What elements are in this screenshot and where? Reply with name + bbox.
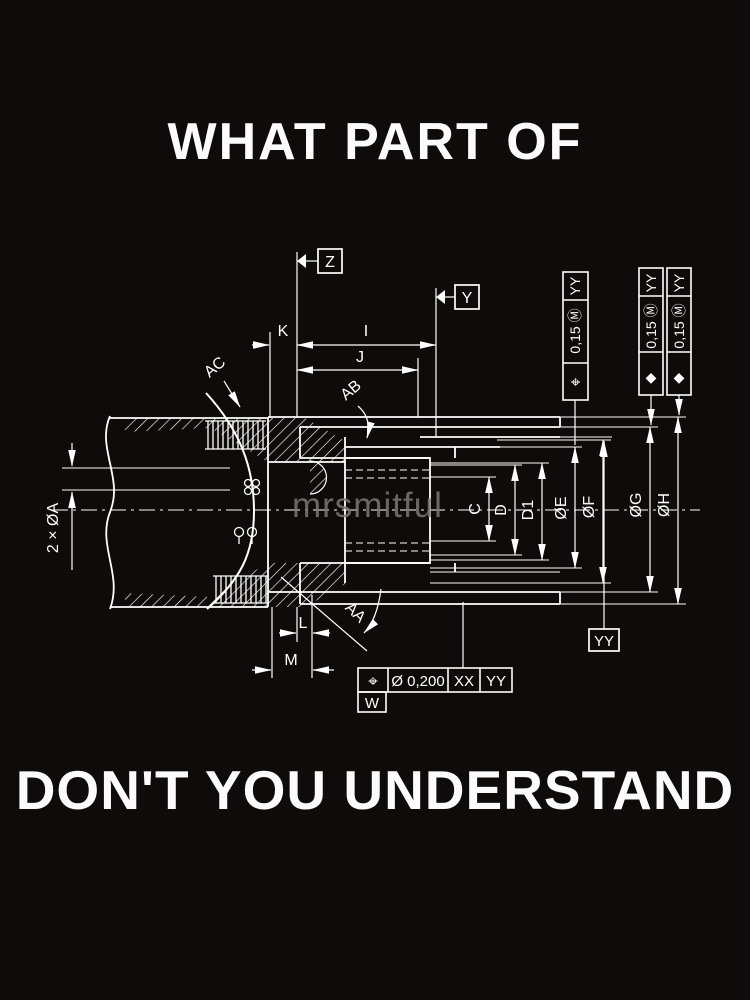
- datum-flag-y: [435, 284, 480, 437]
- bottom-headline: DON'T YOU UNDERSTAND: [15, 759, 735, 821]
- leader-ab: [357, 405, 375, 439]
- datum-target-yy: YY: [588, 440, 620, 652]
- fcf-bottom-tolerance: Ø 0,200: [391, 673, 444, 690]
- fcf1-datum: YY: [567, 276, 583, 295]
- fcf3-datum: YY: [671, 273, 687, 292]
- watermark: mrsmitful: [292, 486, 443, 525]
- dim-d1-label: D1: [520, 500, 537, 521]
- leader-ac: [223, 380, 241, 408]
- dim-oh-label: ØH: [656, 493, 673, 517]
- datum-y-label: Y: [462, 290, 473, 307]
- dim-of-label: ØF: [581, 496, 598, 518]
- dim-c-label: C: [467, 503, 484, 515]
- fcf-bottom-datum1: XX: [454, 673, 474, 690]
- label-ac: AC: [201, 354, 229, 381]
- fcf3-tolerance: 0,15 Ⓜ: [671, 303, 687, 348]
- datum-flag-z: [296, 248, 343, 418]
- dim-d-label: D: [493, 504, 510, 516]
- dim-i-label: I: [364, 323, 368, 340]
- dim-l-label: L: [299, 615, 308, 632]
- label-ab: AB: [337, 377, 364, 404]
- fcf-vertical-3: ◆ 0,15 Ⓜ YY: [666, 267, 692, 416]
- fcf2-datum: YY: [643, 273, 659, 292]
- leader-aa: [363, 588, 382, 634]
- dim-m-label: M: [284, 652, 297, 669]
- dim-k-label: K: [278, 323, 289, 340]
- dims-right: [485, 416, 682, 605]
- dims-bottom: [252, 595, 334, 678]
- datum-yy-label: YY: [594, 633, 614, 650]
- section-hatch: [125, 418, 345, 607]
- fcf-bottom-datum2: YY: [486, 673, 506, 690]
- fcf-bottom-datum-flag: W: [365, 695, 380, 712]
- fcf1-position-symbol: ⌖: [571, 373, 581, 392]
- ball-section-outline: [309, 460, 328, 495]
- dim-j-label: J: [356, 349, 364, 366]
- fcf-vertical-1: ⌖ 0,15 Ⓜ YY: [562, 271, 589, 445]
- fcf2-tolerance: 0,15 Ⓜ: [643, 303, 659, 348]
- fcf3-position-symbol: ◆: [674, 369, 685, 385]
- fcf2-position-symbol: ◆: [646, 369, 657, 385]
- knurl-band: [205, 420, 268, 604]
- top-headline: WHAT PART OF: [167, 113, 583, 171]
- dim-2xa-label: 2 × ØA: [45, 503, 62, 554]
- fcf1-tolerance: 0,15 Ⓜ: [567, 308, 583, 353]
- dim-oe-label: ØE: [553, 496, 570, 519]
- fcf-bottom-position-symbol: ⌖: [368, 672, 378, 691]
- dims-top: [252, 332, 437, 418]
- dim-og-label: ØG: [628, 493, 645, 518]
- datum-z-label: Z: [325, 254, 335, 271]
- fcf-bottom: ⌖ Ø 0,200 XX YY W: [357, 602, 513, 713]
- fcf-vertical-2: ◆ 0,15 Ⓜ YY: [638, 267, 664, 426]
